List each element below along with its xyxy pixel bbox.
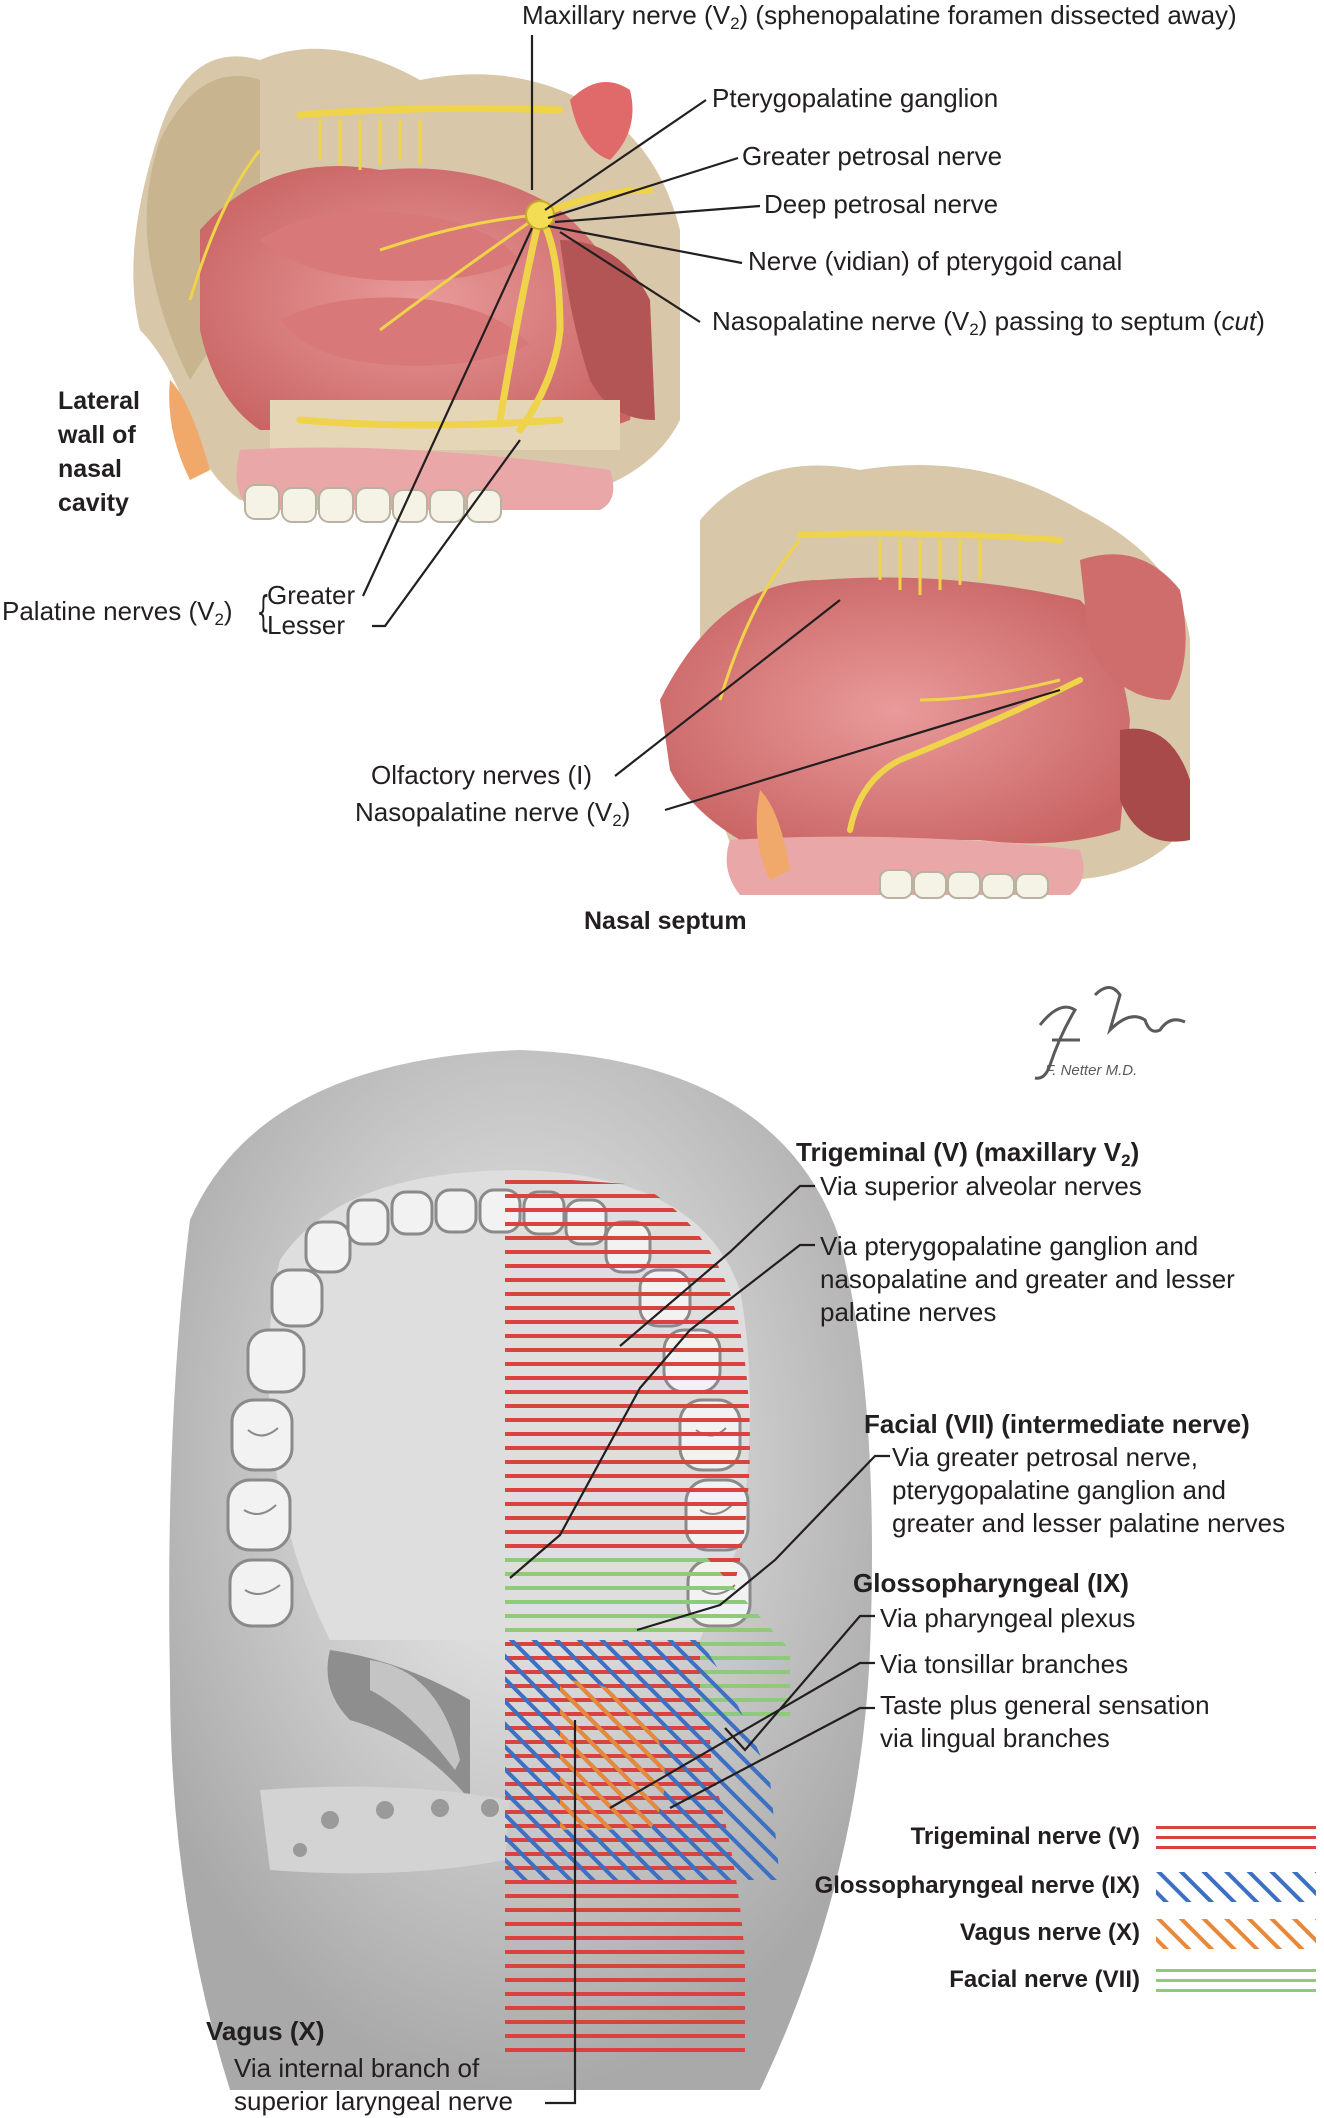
lateral-wall-illustration <box>133 48 681 523</box>
trigeminal-pterygopalatine-label: Via pterygopalatine ganglion and nasopal… <box>820 1231 1235 1327</box>
palatine-brace: { <box>256 587 271 636</box>
vagus-title: Vagus (X) <box>206 2016 325 2046</box>
legend-facial-swatch <box>1156 1966 1316 1996</box>
nasal-septum-illustration <box>660 465 1190 899</box>
legend-glossopharyngeal-label: Glossopharyngeal nerve (IX) <box>814 1872 1140 1899</box>
palatine-nerves-label: Palatine nerves (V2) <box>2 596 233 629</box>
legend-vagus-swatch <box>1156 1919 1316 1949</box>
greater-palatine-label: Greater <box>267 580 356 610</box>
maxillary-nerve-label: Maxillary nerve (V2) (sphenopalatine for… <box>522 0 1237 33</box>
vidian-nerve-label: Nerve (vidian) of pterygoid canal <box>748 246 1123 276</box>
glossopharyngeal-lingual-label: Taste plus general sensation via lingual… <box>880 1690 1210 1753</box>
trigeminal-title: Trigeminal (V) (maxillary V2) <box>796 1137 1140 1170</box>
vagus-via-label: Via internal branch of superior laryngea… <box>234 2053 513 2116</box>
glossopharyngeal-tonsillar-label: Via tonsillar branches <box>880 1649 1129 1679</box>
pterygopalatine-ganglion-label: Pterygopalatine ganglion <box>712 83 999 113</box>
glossopharyngeal-title: Glossopharyngeal (IX) <box>853 1568 1129 1598</box>
nasopalatine-septum-label: Nasopalatine nerve (V2) passing to septu… <box>712 306 1265 339</box>
nasopalatine-nerve-label: Nasopalatine nerve (V2) <box>355 797 631 830</box>
lateral-wall-title: Lateral wall of nasal cavity <box>58 387 140 517</box>
nasal-septum-title: Nasal septum <box>584 907 747 935</box>
signature-mark <box>1034 986 1186 1080</box>
greater-petrosal-nerve-label: Greater petrosal nerve <box>742 141 1003 171</box>
trigeminal-superior-alveolar-label: Via superior alveolar nerves <box>820 1171 1142 1201</box>
lesser-palatine-label: Lesser <box>267 610 346 640</box>
facial-via-label: Via greater petrosal nerve, pterygopalat… <box>892 1442 1286 1538</box>
leader-lines <box>362 35 1061 2105</box>
legend-trigeminal-label: Trigeminal nerve (V) <box>910 1823 1140 1850</box>
legend-glossopharyngeal-swatch <box>1156 1872 1316 1902</box>
glossopharyngeal-pharyngeal-label: Via pharyngeal plexus <box>880 1603 1136 1633</box>
facial-title: Facial (VII) (intermediate nerve) <box>864 1409 1250 1439</box>
legend-vagus-label: Vagus nerve (X) <box>959 1919 1140 1946</box>
legend-facial-label: Facial nerve (VII) <box>949 1966 1140 1993</box>
olfactory-nerves-label: Olfactory nerves (I) <box>371 760 593 790</box>
signature: F. Netter M.D. <box>1045 1062 1138 1079</box>
legend-trigeminal-swatch <box>1156 1823 1316 1853</box>
deep-petrosal-nerve-label: Deep petrosal nerve <box>764 189 999 219</box>
